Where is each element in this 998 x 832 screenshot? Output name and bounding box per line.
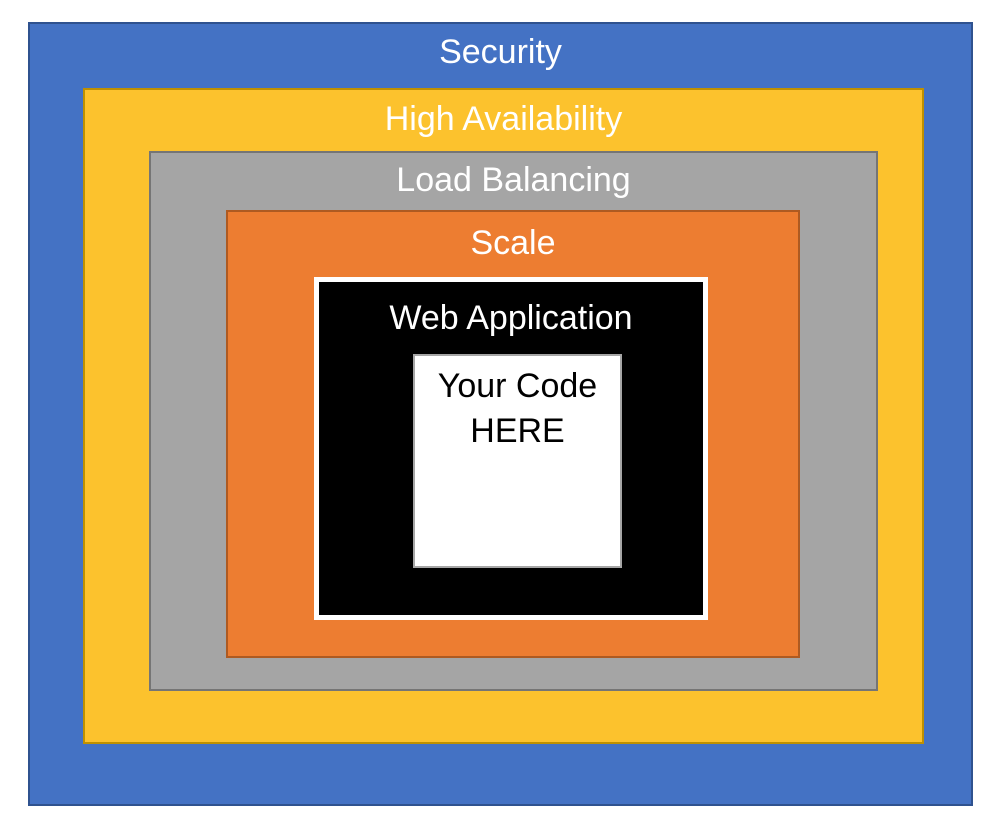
your-code-line-2: HERE [470,412,565,450]
your-code-line-1: Your Code [437,367,598,405]
box-your-code-label: Your Code HERE [415,356,620,454]
layer-load-balancing-label: Load Balancing [396,161,631,199]
layer-high-availability-label: High Availability [384,100,623,138]
box-your-code: Your Code HERE [413,354,622,568]
layer-scale-label: Scale [470,224,556,262]
layer-security-label: Security [439,33,562,71]
layer-web-application-label: Web Application [389,299,633,337]
